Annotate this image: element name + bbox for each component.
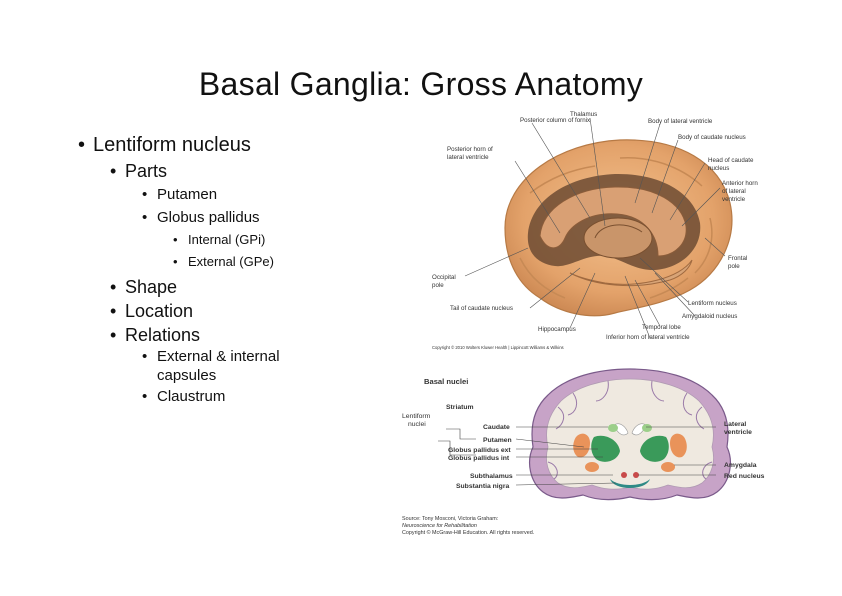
red-nucleus-left bbox=[621, 472, 627, 478]
putamen-right bbox=[670, 433, 687, 458]
label-post-column-fornix: Posterior column of fornix bbox=[520, 117, 591, 124]
bullet-globus-pallidus: Globus pallidus bbox=[142, 206, 378, 229]
label-inf-horn: Inferior horn of lateral ventricle bbox=[606, 334, 690, 341]
label-head-caudate-1: Head of caudate bbox=[708, 157, 754, 164]
label-post-horn-2: lateral ventricle bbox=[447, 154, 489, 161]
label-putamen: Putamen bbox=[483, 437, 512, 444]
label-caudate: Caudate bbox=[483, 424, 510, 431]
label-lentiform-2: nuclei bbox=[408, 421, 426, 428]
source-line-3: Copyright © McGraw-Hill Education. All r… bbox=[402, 529, 534, 536]
label-frontal-2: pole bbox=[728, 263, 740, 270]
bullet-parts: Parts bbox=[110, 159, 378, 183]
label-amygdala: Amygdala bbox=[724, 462, 757, 469]
lateral-ventricle-shape bbox=[613, 423, 647, 436]
label-lentiform-nucleus: Lentiform nucleus bbox=[688, 300, 737, 307]
bullet-shape: Shape bbox=[110, 275, 378, 299]
bullet-location: Location bbox=[110, 299, 378, 323]
label-post-horn-1: Posterior horn of bbox=[447, 146, 493, 153]
label-head-caudate-2: nucleus bbox=[708, 165, 729, 172]
label-striatum: Striatum bbox=[446, 404, 474, 411]
label-occipital-1: Occipital bbox=[432, 274, 456, 281]
brain-medial-svg: Posterior column of fornix Thalamus Body… bbox=[432, 111, 758, 350]
label-tail-caudate: Tail of caudate nucleus bbox=[450, 305, 513, 312]
red-nucleus-right bbox=[633, 472, 639, 478]
bullet-claustrum: Claustrum bbox=[142, 385, 378, 408]
bullet-capsules: External & internal capsules bbox=[142, 347, 307, 385]
bullet-putamen: Putamen bbox=[142, 183, 378, 206]
amygdala-left bbox=[585, 462, 599, 472]
bullet-relations: Relations bbox=[110, 323, 378, 347]
brain-copyright: Copyright © 2010 Wolters Kluwer Health |… bbox=[432, 345, 564, 350]
label-basal-nuclei: Basal nuclei bbox=[424, 377, 468, 386]
source-line-2: Neuroscience for Rehabilitation bbox=[402, 523, 477, 529]
label-frontal-1: Frontal bbox=[728, 255, 747, 262]
thalamus-shape bbox=[583, 217, 653, 259]
temporal-lobe-shape bbox=[569, 259, 693, 287]
label-gp-ext: Globus pallidus ext bbox=[448, 447, 511, 454]
coronal-svg: Basal nuclei Striatum Lentiform nuclei C… bbox=[402, 368, 765, 536]
label-body-lat-ventricle: Body of lateral ventricle bbox=[648, 118, 713, 125]
globus-pallidus-right bbox=[640, 435, 669, 462]
caudate-shape bbox=[539, 186, 687, 257]
label-ant-horn-1: Anterior horn bbox=[722, 180, 758, 187]
label-body-caudate: Body of caudate nucleus bbox=[678, 134, 746, 141]
label-temporal-lobe: Temporal lobe bbox=[642, 324, 681, 331]
label-lateral-2: ventricle bbox=[724, 429, 752, 436]
caudate-left bbox=[608, 424, 618, 432]
amygdala-right bbox=[661, 462, 675, 472]
substantia-nigra bbox=[610, 479, 650, 488]
label-hippocampus: Hippocampus bbox=[538, 326, 576, 333]
coronal-white-matter bbox=[546, 378, 714, 490]
label-gp-int: Globus pallidus int bbox=[448, 455, 510, 462]
bullet-list: Lentiform nucleus Parts Putamen Globus p… bbox=[78, 131, 378, 408]
slide-title: Basal Ganglia: Gross Anatomy bbox=[198, 66, 644, 102]
label-lateral-1: Lateral bbox=[724, 421, 746, 428]
globus-pallidus-left bbox=[591, 435, 620, 462]
label-thalamus: Thalamus bbox=[570, 111, 597, 118]
bullet-lentiform: Lentiform nucleus bbox=[78, 131, 378, 159]
coronal-section-illustration: Basal nuclei Striatum Lentiform nuclei C… bbox=[398, 367, 770, 539]
label-occipital-2: pole bbox=[432, 282, 444, 289]
label-lentiform-1: Lentiform bbox=[402, 413, 431, 420]
label-ant-horn-3: ventricle bbox=[722, 196, 746, 203]
source-line-1: Source: Tony Mosconi, Victoria Graham: bbox=[402, 516, 498, 522]
label-ant-horn-2: of lateral bbox=[722, 188, 746, 195]
bullet-internal: Internal (GPi) bbox=[173, 229, 378, 251]
brain-medial-illustration: Posterior column of fornix Thalamus Body… bbox=[420, 108, 770, 353]
label-amygdaloid: Amygdaloid nucleus bbox=[682, 313, 737, 320]
caudate-right bbox=[642, 424, 652, 432]
label-subthalamus: Subthalamus bbox=[470, 473, 513, 480]
label-substantia-nigra: Substantia nigra bbox=[456, 483, 509, 490]
bullet-external: External (GPe) bbox=[173, 251, 378, 273]
putamen-left bbox=[573, 433, 590, 458]
label-red-nucleus: Red nucleus bbox=[724, 473, 765, 480]
